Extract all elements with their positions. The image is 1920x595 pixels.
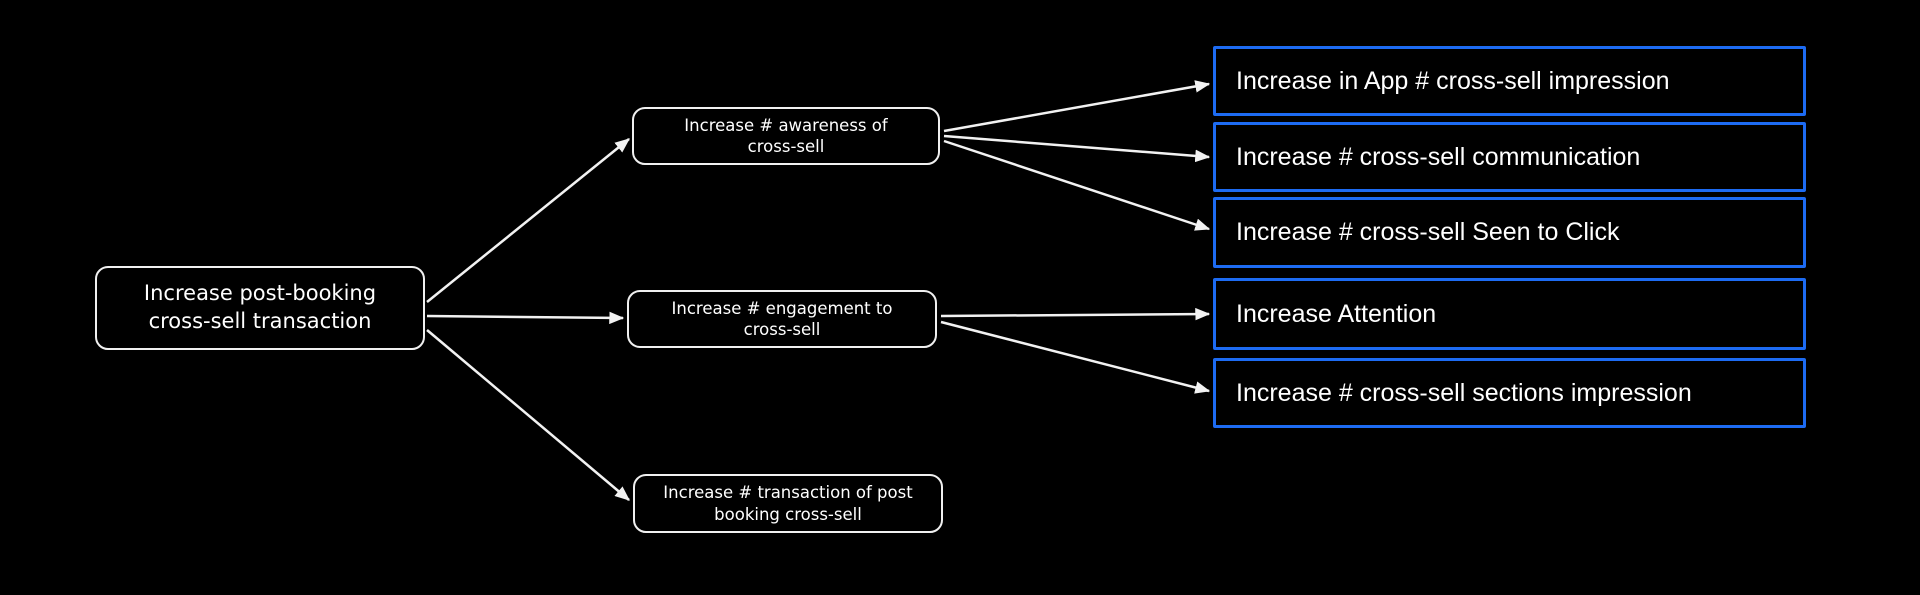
edge-engagement-sections-impression[interactable] — [940, 320, 1211, 394]
node-label: Increase in App # cross-sell impression — [1236, 66, 1670, 95]
node-label: Increase Attention — [1236, 299, 1437, 328]
node-label: Increase # cross-sell sections impressio… — [1236, 378, 1692, 407]
node-cross-sell-sections-impression[interactable]: Increase # cross-sell sections impressio… — [1213, 358, 1806, 428]
node-cross-sell-seen-to-click[interactable]: Increase # cross-sell Seen to Click — [1213, 197, 1806, 268]
edge-root-awareness[interactable] — [426, 138, 630, 303]
node-label: Increase # cross-sell communication — [1236, 142, 1641, 171]
node-engagement-to-cross-sell[interactable]: Increase # engagement to cross-sell — [627, 290, 937, 348]
node-label-line: Increase # transaction of post — [663, 483, 913, 503]
node-transaction-of-post-booking-cross-sell[interactable]: Increase # transaction of post booking c… — [633, 474, 943, 533]
node-label-line: cross-sell — [747, 137, 825, 156]
node-label-line: Increase # awareness of — [684, 115, 888, 135]
edge-awareness-app-impression[interactable] — [943, 80, 1211, 133]
node-label-line: Increase post-booking — [143, 281, 377, 306]
edge-awareness-seen-to-click[interactable] — [943, 139, 1211, 231]
node-label: Increase # cross-sell Seen to Click — [1236, 218, 1620, 246]
node-root-post-booking-cross-sell-transaction[interactable]: Increase post-booking cross-sell transac… — [95, 266, 425, 350]
node-app-cross-sell-impression[interactable]: Increase in App # cross-sell impression — [1213, 46, 1806, 116]
node-cross-sell-communication[interactable]: Increase # cross-sell communication — [1213, 122, 1806, 192]
edge-root-engagement[interactable] — [426, 311, 625, 325]
edge-awareness-communication[interactable] — [943, 134, 1211, 163]
edge-root-transaction[interactable] — [426, 329, 630, 501]
node-label-line: cross-sell transaction — [148, 309, 372, 333]
node-attention[interactable]: Increase Attention — [1213, 278, 1806, 350]
edge-engagement-attention[interactable] — [940, 307, 1211, 321]
node-label-line: booking cross-sell — [714, 504, 862, 524]
node-awareness-of-cross-sell[interactable]: Increase # awareness of cross-sell — [632, 107, 940, 165]
node-label-line: cross-sell — [743, 320, 821, 339]
node-label-line: Increase # engagement to — [671, 298, 893, 318]
